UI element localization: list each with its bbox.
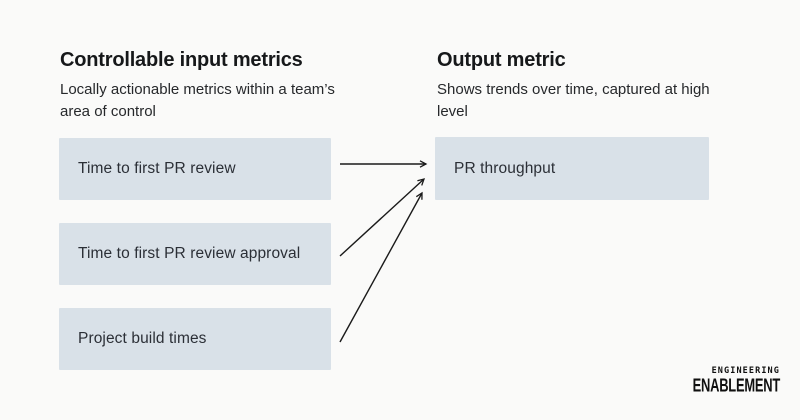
output-metric-subtitle-line2: level <box>437 103 468 120</box>
arrow-approval-to-throughput <box>339 178 426 257</box>
input-metric-label: Project build times <box>78 330 207 347</box>
input-metric-box-time-to-first-pr-review-approval: Time to first PR review approval <box>59 223 331 285</box>
logo-line1: ENGINEERING <box>711 366 780 376</box>
input-metric-box-project-build-times: Project build times <box>59 308 331 370</box>
input-metrics-subtitle-line2: area of control <box>60 103 156 120</box>
input-metrics-heading: Controllable input metrics <box>60 49 303 71</box>
output-metric-label: PR throughput <box>454 159 556 177</box>
output-metric-heading: Output metric <box>437 49 566 71</box>
input-metric-box-time-to-first-pr-review: Time to first PR review <box>59 138 331 200</box>
arrow-build-times-to-throughput <box>339 191 423 343</box>
logo-line2: ENABLEMENT <box>692 375 781 396</box>
input-metric-label: Time to first PR review <box>78 160 236 177</box>
output-metric-subtitle-line1: Shows trends over time, captured at high <box>437 81 710 98</box>
input-metrics-header: Controllable input metrics Locally actio… <box>60 47 335 123</box>
output-metric-subtitle: Shows trends over time, captured at high… <box>437 79 710 123</box>
output-metric-header: Output metric Shows trends over time, ca… <box>437 47 710 123</box>
input-metrics-subtitle: Locally actionable metrics within a team… <box>60 79 335 123</box>
engineering-enablement-logo: ENGINEERING ENABLEMENT <box>665 366 781 396</box>
output-metric-box-pr-throughput: PR throughput <box>435 137 709 200</box>
input-metric-label: Time to first PR review approval <box>78 245 301 262</box>
input-metrics-subtitle-line1: Locally actionable metrics within a team… <box>60 81 335 98</box>
